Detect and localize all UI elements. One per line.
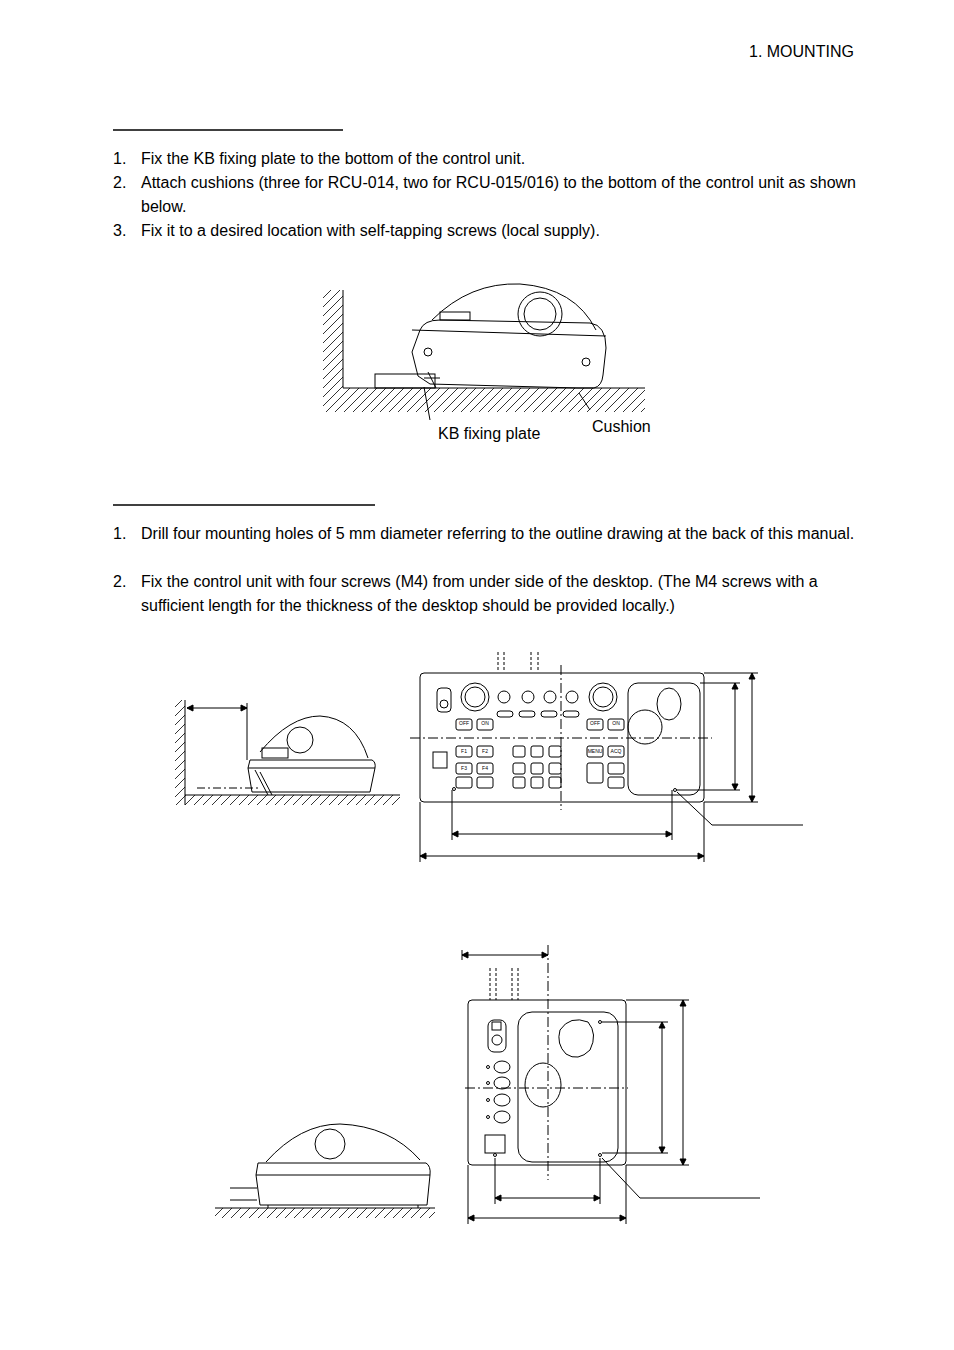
step-number: 2. [113, 171, 126, 195]
step-number: 3. [113, 219, 126, 243]
heading-rule [113, 129, 343, 131]
button-label: ACQ [608, 749, 624, 754]
instruction-text: Fix it to a desired location with self-t… [141, 219, 866, 243]
mounting-figure-2-top [410, 652, 803, 862]
part-label: Cushion [592, 415, 651, 439]
button-label: ON [477, 721, 493, 726]
running-header: 1. MOUNTING [749, 40, 854, 64]
step-number: 1. [113, 147, 126, 171]
instruction-text: Attach cushions (three for RCU-014, two … [141, 171, 866, 219]
mounting-figure-2-side [175, 700, 400, 805]
button-label: ON [608, 721, 624, 726]
button-label: OFF [587, 721, 603, 726]
heading-rule [113, 504, 375, 506]
button-label: MENU [587, 749, 603, 754]
button-label: F1 [456, 749, 472, 754]
mounting-figure-3-top [462, 945, 760, 1224]
part-label: KB fixing plate [438, 422, 540, 446]
step-number: 2. [113, 570, 126, 594]
button-label: F3 [456, 766, 472, 771]
button-label: F2 [477, 749, 493, 754]
mounting-figure-3-side [215, 1124, 435, 1218]
step-number: 1. [113, 522, 126, 546]
button-label: OFF [456, 721, 472, 726]
button-label: F4 [477, 766, 493, 771]
instruction-text: Drill four mounting holes of 5 mm diamet… [141, 522, 866, 546]
mounting-figure-1 [323, 284, 645, 420]
instruction-text: Fix the control unit with four screws (M… [141, 570, 821, 618]
instruction-text: Fix the KB fixing plate to the bottom of… [141, 147, 866, 171]
